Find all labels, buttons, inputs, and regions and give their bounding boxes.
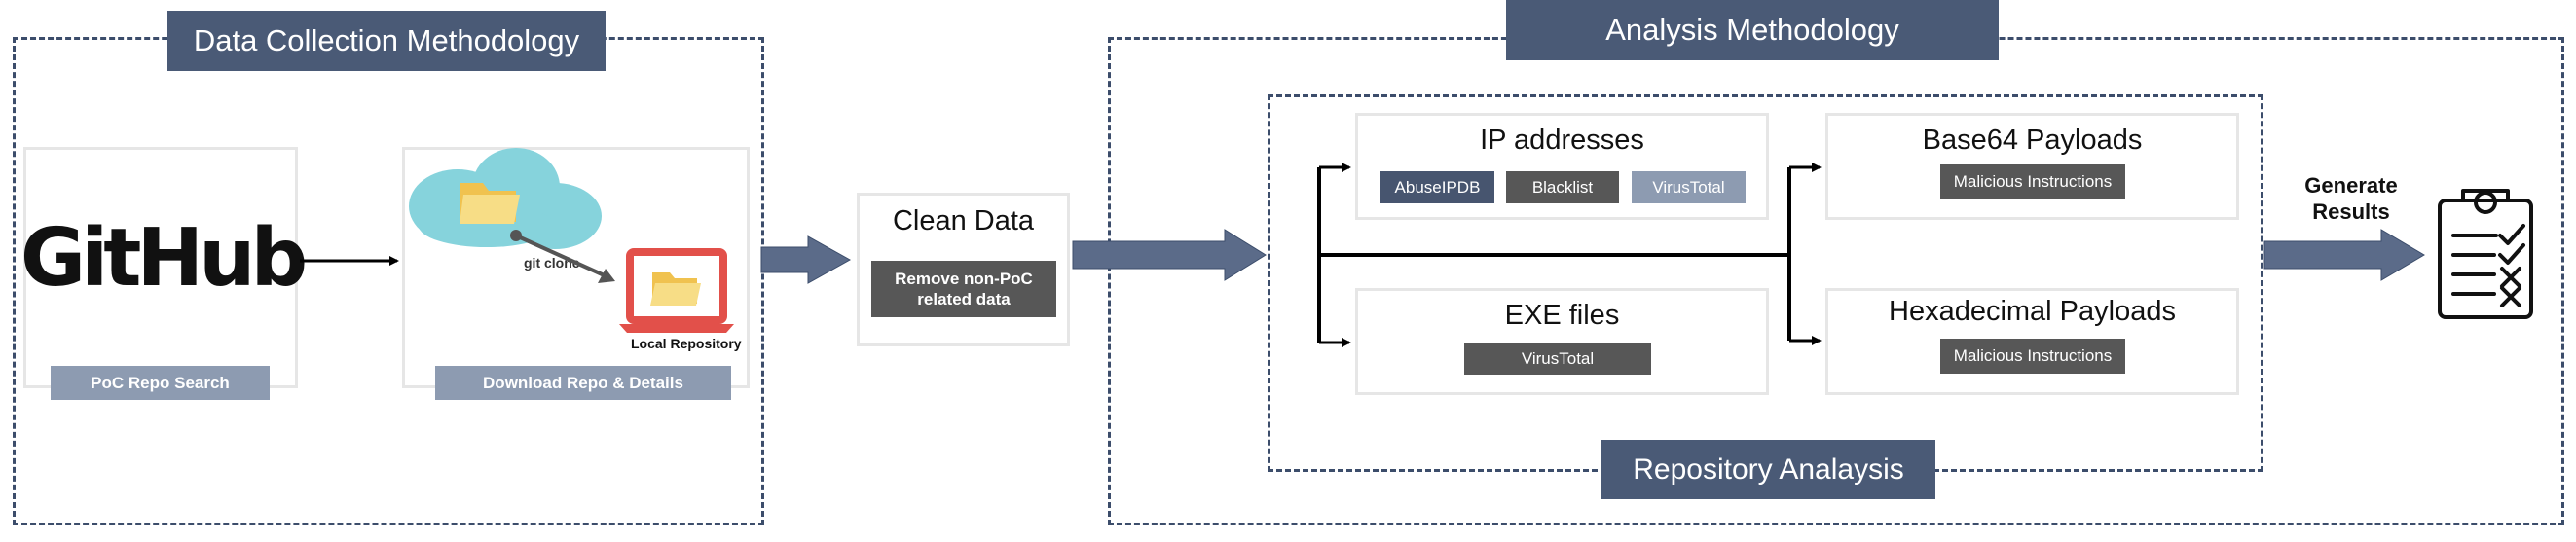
download-repo-label: Download Repo & Details	[435, 366, 731, 400]
data-collection-title: Data Collection Methodology	[167, 11, 606, 71]
hex-malicious-chip: Malicious Instructions	[1940, 339, 2125, 374]
repository-analysis-label: Repository Analaysis	[1601, 440, 1935, 499]
remove-non-poc-label: Remove non-PoC related data	[871, 261, 1056, 317]
ip-addresses-title: IP addresses	[1480, 124, 1644, 156]
github-logo: GitHub	[19, 211, 308, 305]
git-clone-connector	[517, 235, 609, 279]
clean-data-title: Clean Data	[892, 204, 1035, 236]
exe-files-box	[1355, 288, 1769, 395]
base64-payloads-title: Base64 Payloads	[1922, 124, 2143, 156]
download-to-clean-arrow	[760, 235, 852, 284]
clipboard-checklist-icon	[2438, 189, 2533, 319]
virustotal-chip: VirusTotal	[1632, 171, 1746, 203]
analysis-to-results-arrow	[2263, 229, 2425, 281]
laptop-icon	[619, 248, 734, 333]
hex-payloads-title: Hexadecimal Payloads	[1889, 295, 2176, 327]
exe-virustotal-chip: VirusTotal	[1464, 343, 1651, 375]
cloud-icon	[409, 148, 602, 249]
analysis-title: Analysis Methodology	[1506, 0, 1999, 60]
clean-to-analysis-arrow	[1072, 229, 1267, 281]
folder-icon	[460, 183, 520, 224]
base64-malicious-chip: Malicious Instructions	[1940, 164, 2125, 199]
generate-results-label: Generate Results	[2304, 173, 2398, 224]
local-repository-label: Local Repository	[631, 336, 742, 351]
blacklist-chip: Blacklist	[1506, 171, 1619, 203]
poc-repo-search-label: PoC Repo Search	[51, 366, 270, 400]
abuseipdb-chip: AbuseIPDB	[1380, 171, 1494, 203]
exe-files-title: EXE files	[1504, 299, 1620, 331]
